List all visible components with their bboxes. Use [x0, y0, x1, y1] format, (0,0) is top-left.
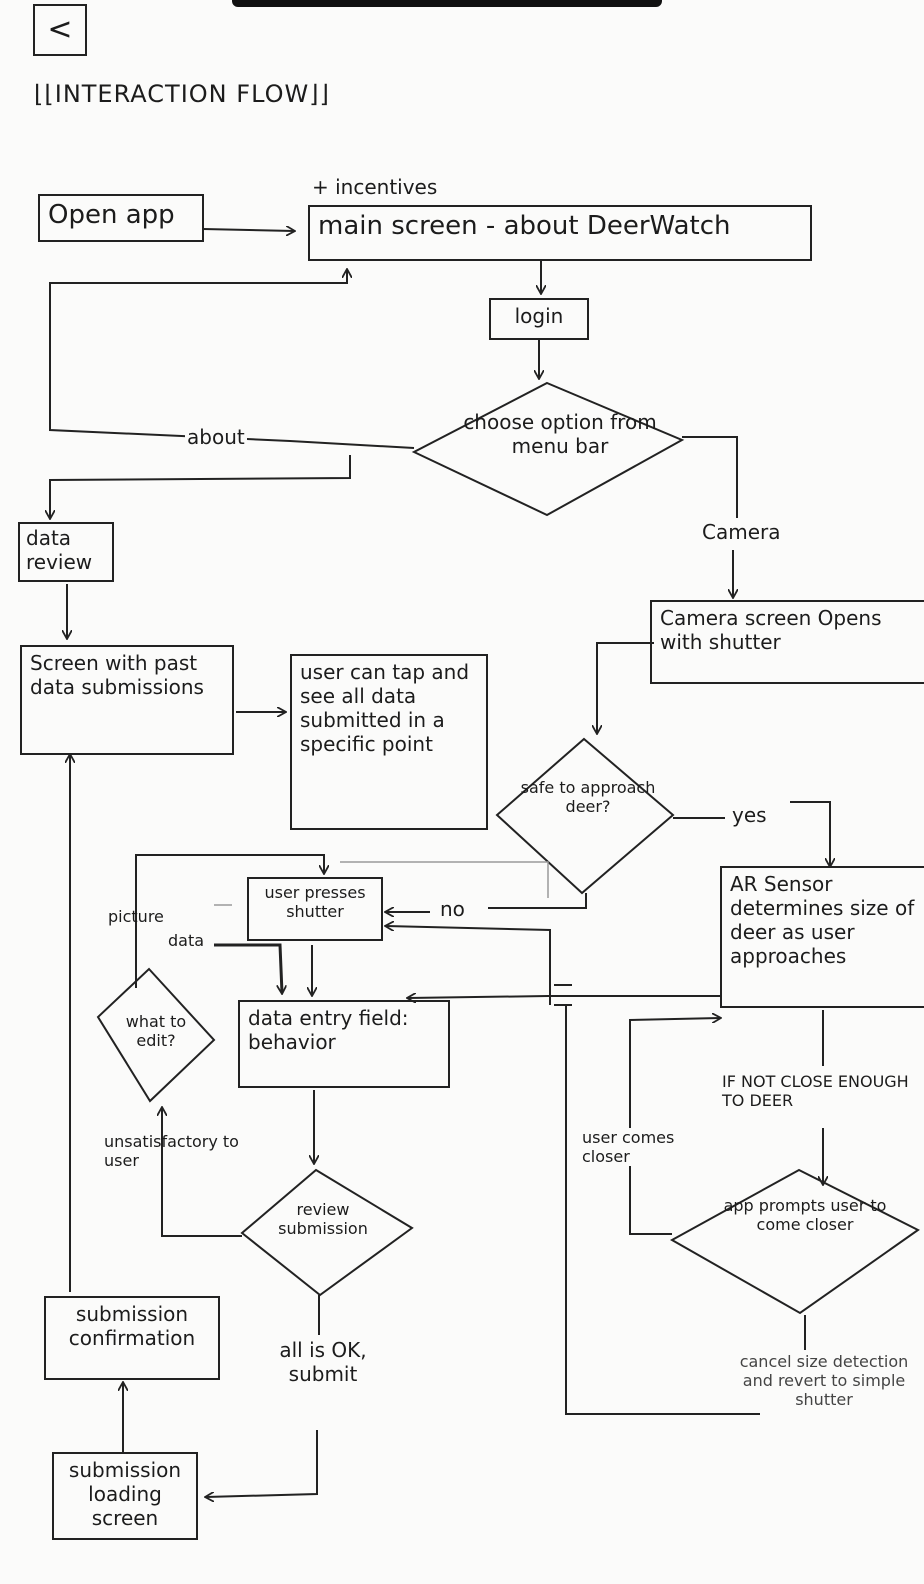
back-button[interactable]: < [33, 4, 87, 56]
node-data-entry: data entry field: behavior [238, 1000, 450, 1088]
node-submission-loading: submission loading screen [52, 1452, 198, 1540]
label-picture: picture [108, 907, 164, 926]
top-bar [232, 0, 662, 7]
node-user-presses-shutter: user presses shutter [247, 877, 383, 941]
page-title: ⌊⌊INTERACTION FLOW⌋⌋ [34, 80, 330, 108]
node-what-to-edit: what to edit? [125, 1012, 187, 1051]
node-safe-to-approach: safe to approach deer? [520, 778, 656, 817]
node-cancel-size-detection: cancel size detection and revert to simp… [739, 1352, 909, 1410]
node-choose-option: choose option from menu bar [463, 410, 657, 458]
node-app-prompts: app prompts user to come closer [723, 1196, 887, 1235]
label-about: about [185, 425, 247, 449]
node-login: login [489, 298, 589, 340]
diamond-safe-to-approach [495, 737, 675, 895]
node-submission-confirmation: submission confirmation [44, 1296, 220, 1380]
label-all-ok: all is OK, submit [279, 1338, 367, 1386]
label-user-comes-closer: user comes closer [582, 1128, 710, 1167]
node-ar-sensor: AR Sensor determines size of deer as use… [720, 866, 924, 1008]
label-yes: yes [732, 803, 767, 827]
label-no: no [440, 897, 465, 921]
diamond-what-to-edit [96, 967, 216, 1103]
chevron-left-icon: < [47, 12, 73, 47]
node-open-app: Open app [38, 194, 204, 242]
label-if-not-close: IF NOT CLOSE ENOUGH TO DEER [722, 1072, 909, 1111]
label-data: data [168, 931, 205, 950]
diamond-choose-option [411, 381, 685, 517]
label-unsatisfactory: unsatisfactory to user [104, 1132, 239, 1171]
diamond-app-prompts [669, 1168, 920, 1315]
label-camera: Camera [702, 520, 781, 544]
node-data-review: data review [18, 522, 114, 582]
node-camera-screen: Camera screen Opens with shutter [650, 600, 924, 684]
node-main-screen: main screen - about DeerWatch [308, 205, 812, 261]
node-user-can-tap: user can tap and see all data submitted … [290, 654, 488, 830]
node-past-submissions: Screen with past data submissions [20, 645, 234, 755]
node-review-submission: review submission [278, 1200, 368, 1239]
note-incentives: + incentives [312, 175, 438, 199]
